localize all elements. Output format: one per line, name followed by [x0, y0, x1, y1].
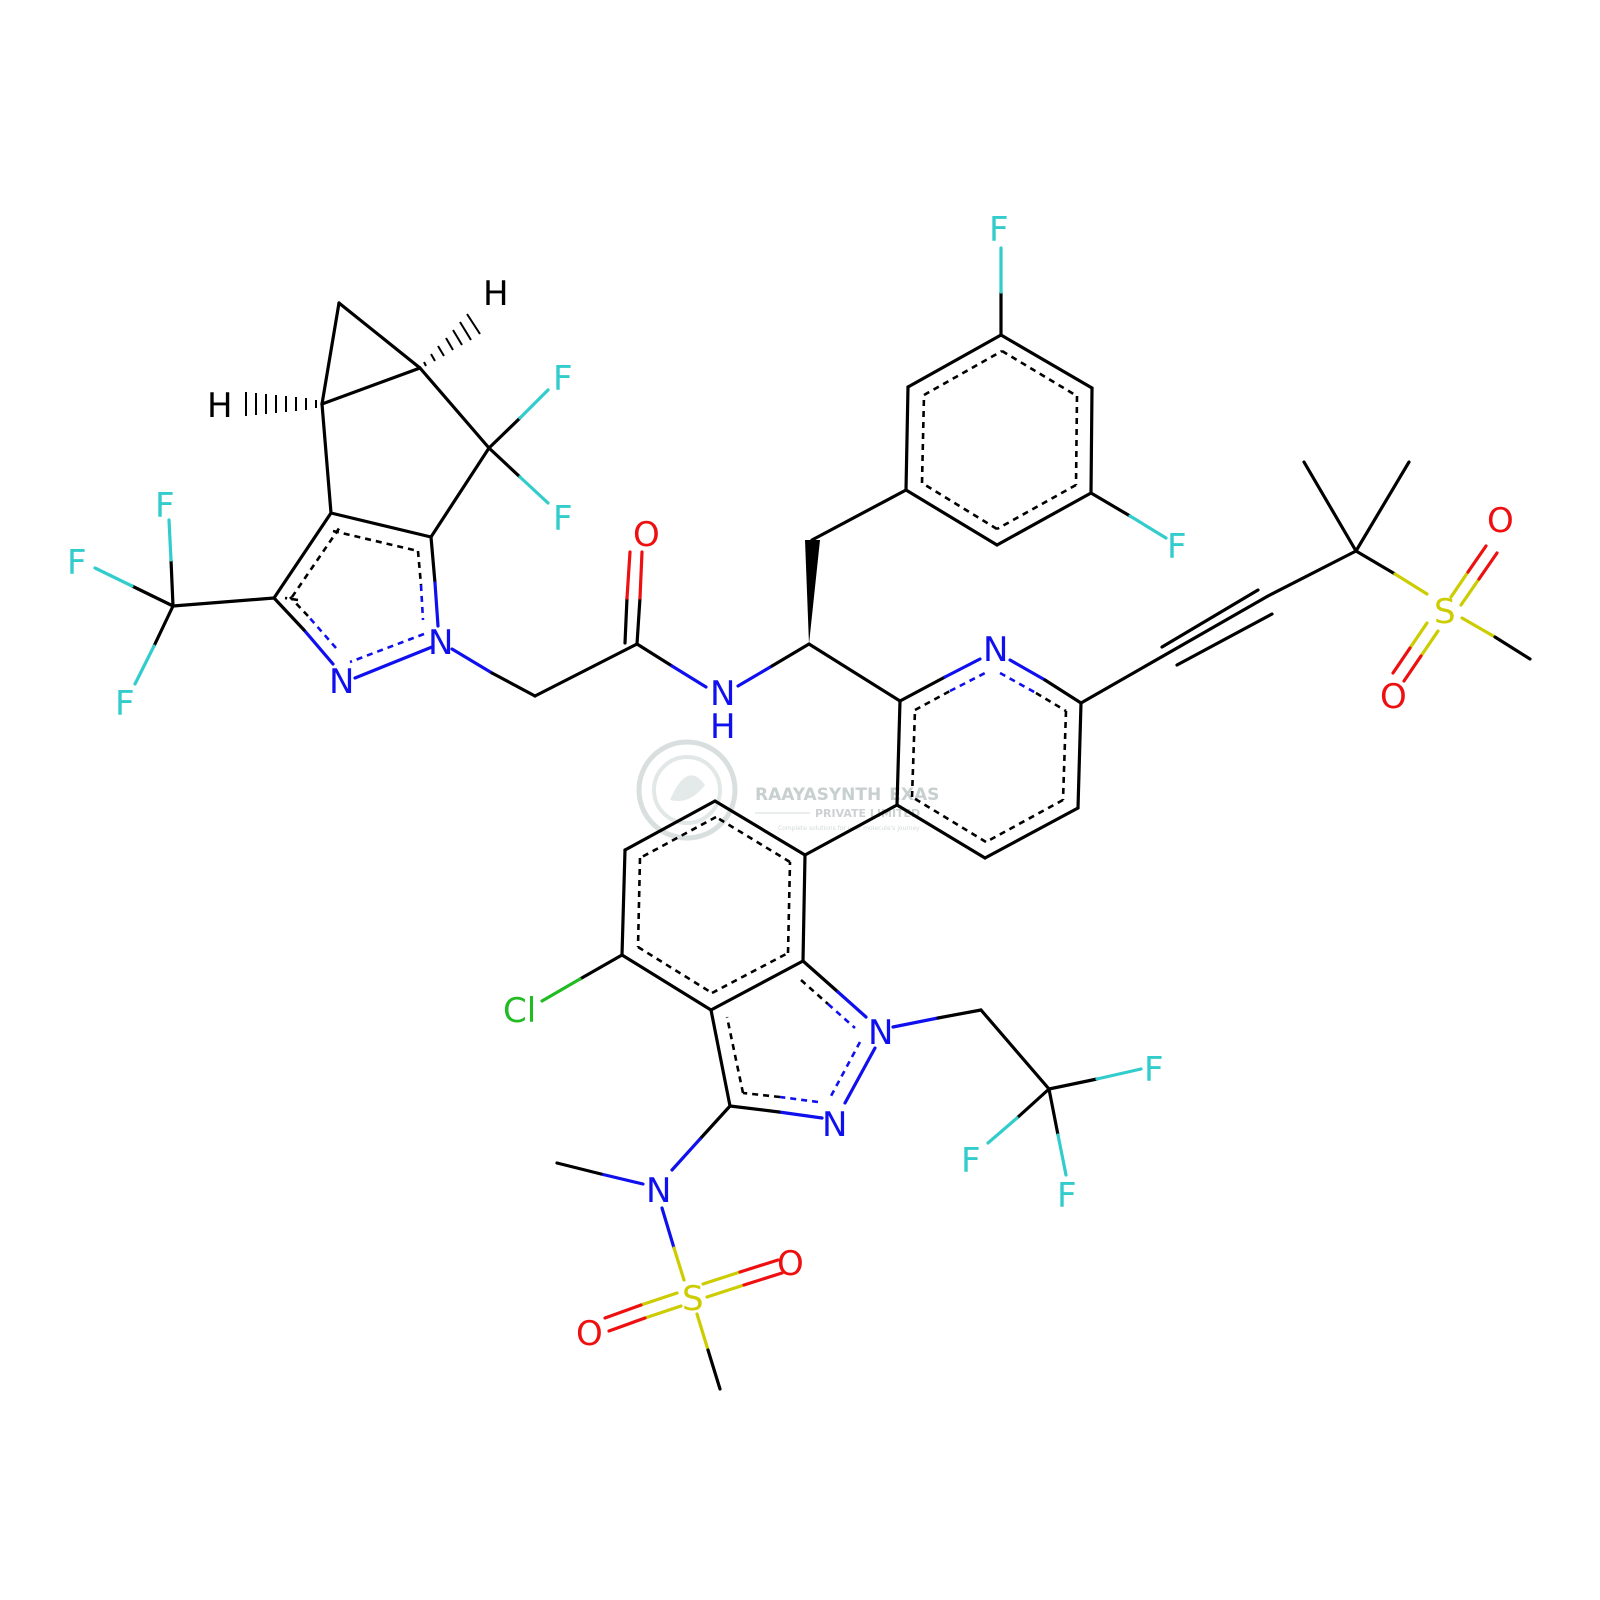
atom-n-pyridine: N [983, 630, 1008, 670]
atom-labels: H H F F F F F N N O N H F F N O S O Cl N… [67, 210, 1514, 1354]
atom-n-indazole-1: N [868, 1013, 893, 1053]
atom-f-cf3-bottom: F [115, 684, 135, 724]
atom-nh-amide: N [710, 674, 735, 714]
atom-s-sulfonamide: S [682, 1279, 704, 1319]
atom-f-cf3-top: F [155, 486, 175, 526]
atom-o-sulfonamide-left: O [576, 1314, 603, 1354]
bonds [93, 246, 1532, 1391]
watermark-logo-icon [636, 739, 738, 841]
atom-f-tfe-right: F [1144, 1050, 1164, 1090]
atom-f-cf3-left: F [67, 543, 87, 583]
hash-bond-top [423, 313, 481, 367]
atom-n-pyrazole-2: N [329, 662, 354, 702]
watermark-tagline: Complete solutions for your molecule's j… [778, 825, 920, 832]
atom-f-tfe-left: F [961, 1141, 981, 1181]
atom-h-left: H [207, 386, 233, 426]
watermark-logo-inner-icon [652, 755, 722, 825]
atom-o-sulfonyl-top: O [1487, 501, 1514, 541]
atom-o-sulfonamide-right: O [777, 1244, 804, 1284]
watermark-company-suffix: EXAS [889, 785, 939, 805]
atom-f-aryl-right: F [1167, 527, 1187, 567]
watermark-company: RAAYASYNTH [755, 785, 881, 805]
atom-f-tfe-bottom: F [1057, 1176, 1077, 1216]
atom-n-methyl: N [646, 1171, 671, 1211]
watermark: RAAYASYNTH EXAS PRIVATE LIMITED Complete … [636, 739, 939, 841]
atom-o-amide: O [633, 515, 660, 555]
atom-f-aryl-top: F [989, 210, 1009, 250]
atom-n-indazole-2: N [822, 1105, 847, 1145]
atom-n-pyrazole-1: N [428, 623, 453, 663]
atom-o-sulfonyl-bottom: O [1380, 677, 1407, 717]
atom-f-cf2-top: F [553, 359, 573, 399]
atom-s-sulfonyl: S [1434, 592, 1456, 632]
watermark-line2: PRIVATE LIMITED [815, 807, 920, 820]
atom-cl: Cl [503, 991, 536, 1031]
hash-bond-left [245, 392, 317, 416]
wedge-bond [805, 540, 820, 644]
watermark-leaf-icon [670, 775, 705, 801]
atom-nh-amide-h: H [710, 707, 736, 747]
atom-h-top: H [483, 274, 509, 314]
atom-f-cf2-bottom: F [553, 499, 573, 539]
